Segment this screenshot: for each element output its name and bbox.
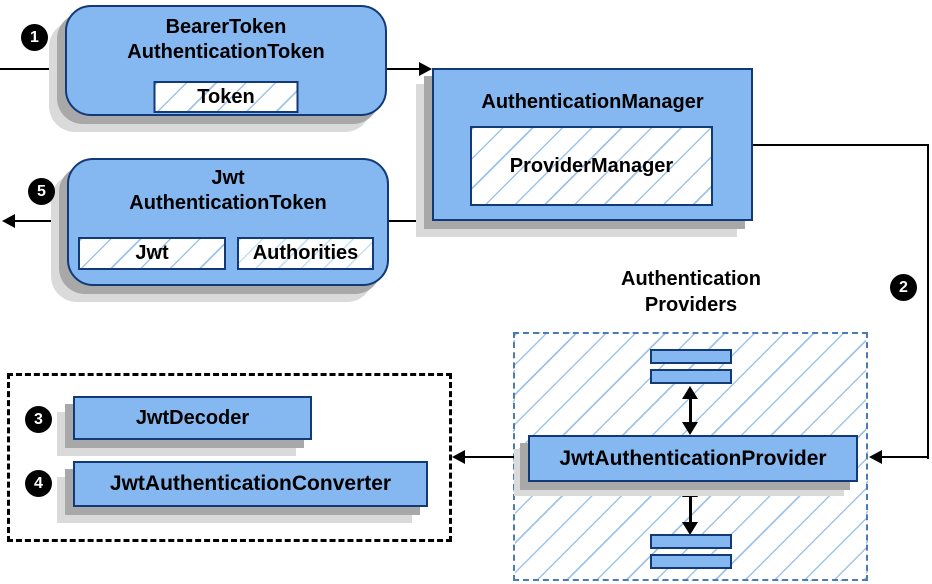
authentication-manager-node: AuthenticationManager ProviderManager <box>432 68 753 221</box>
node-title: BearerToken AuthenticationToken <box>67 15 385 65</box>
jwt-chip: Jwt <box>78 237 226 270</box>
connector-request-in <box>0 68 66 70</box>
double-arrow-icon <box>682 484 698 535</box>
connector-right-down <box>927 144 929 459</box>
step-5-badge: 5 <box>28 178 55 205</box>
arrow-up-icon <box>682 484 698 497</box>
jwt-authentication-token-node: Jwt AuthenticationToken Jwt Authorities <box>67 158 389 286</box>
connector-manager-right <box>753 144 929 146</box>
jwt-authentication-provider-node: JwtAuthenticationProvider <box>528 435 858 482</box>
bearer-token-authentication-token-node: BearerToken AuthenticationToken Token <box>65 5 387 116</box>
step-2-badge: 2 <box>890 274 917 301</box>
connector-bearer-to-manager <box>387 68 421 70</box>
step-1-badge: 1 <box>21 24 48 51</box>
arrow-down-icon <box>682 422 698 435</box>
double-arrow-icon <box>682 386 698 435</box>
node-title-line2: AuthenticationToken <box>129 192 327 214</box>
arrow-left-icon <box>452 450 465 464</box>
connector-to-provider <box>881 456 929 458</box>
step-3-badge: 3 <box>25 406 52 433</box>
connector-jwttoken-out <box>14 220 67 222</box>
provider-stub-bar <box>650 369 732 384</box>
authentication-providers-heading: Authentication Providers <box>513 266 869 318</box>
node-title: Jwt AuthenticationToken <box>69 166 387 216</box>
token-chip: Token <box>153 81 299 113</box>
provider-manager-box: ProviderManager <box>470 126 713 206</box>
arrow-right-icon <box>419 62 432 76</box>
heading-line2: Providers <box>644 294 738 316</box>
node-title-line1: BearerToken <box>165 16 287 38</box>
authorities-chip: Authorities <box>237 237 374 270</box>
node-title-line1: Jwt <box>211 167 245 189</box>
step-4-badge: 4 <box>25 470 52 497</box>
node-title-line2: AuthenticationToken <box>127 41 325 63</box>
heading-line1: Authentication <box>621 268 761 290</box>
provider-stub-bar <box>650 534 732 549</box>
connector-manager-to-jwttoken <box>387 220 432 222</box>
node-title: AuthenticationManager <box>481 91 704 113</box>
connector-provider-to-decoder <box>464 456 528 458</box>
arrow-up-icon <box>682 386 698 399</box>
provider-stub-bar <box>650 554 732 569</box>
jwt-authentication-converter-node: JwtAuthenticationConverter <box>73 461 428 507</box>
arrow-down-icon <box>682 522 698 535</box>
jwt-decoder-node: JwtDecoder <box>73 396 312 440</box>
arrow-left-icon <box>869 450 882 464</box>
provider-stub-bar <box>650 349 732 364</box>
arrow-left-icon <box>2 214 15 228</box>
